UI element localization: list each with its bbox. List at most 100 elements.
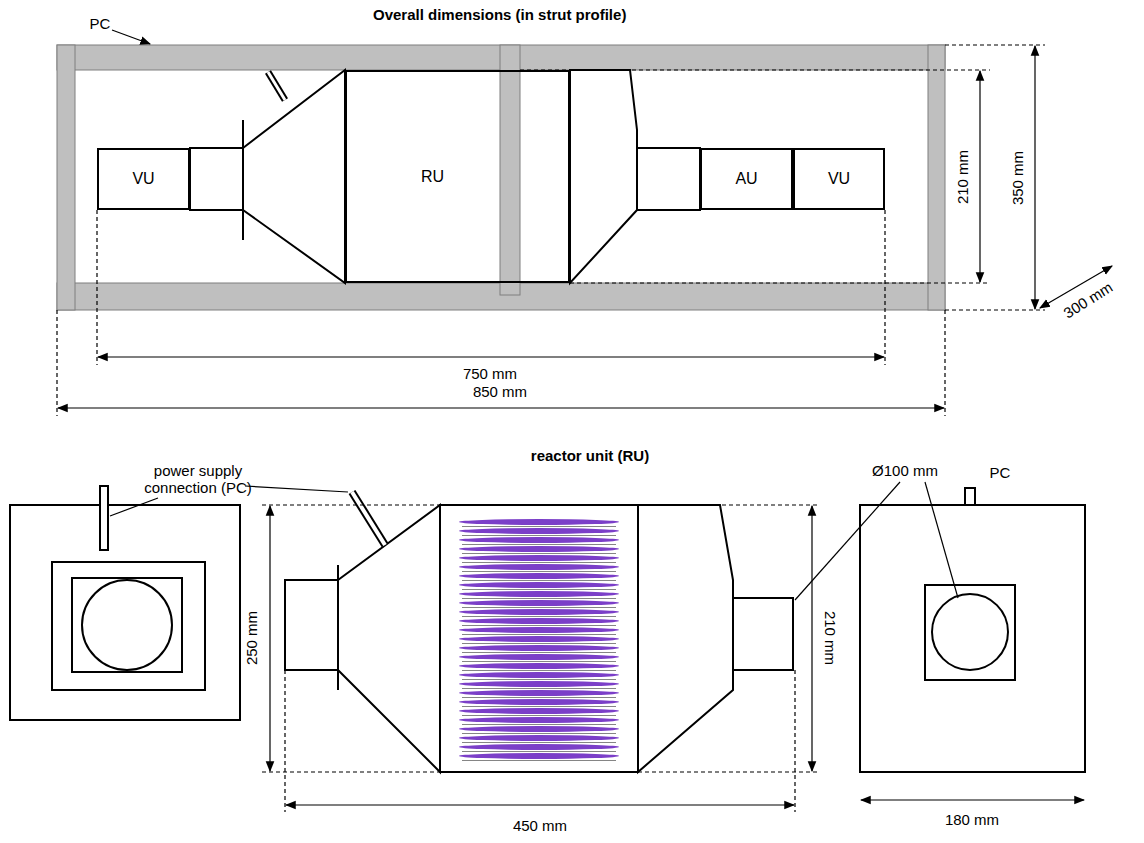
catalyst-lamellae [459,519,619,761]
dimension-lines [57,45,1045,416]
catalyst-lamellae [462,562,616,563]
dimension-lines [286,804,794,805]
front-view [100,486,108,550]
catalyst-lamellae [462,688,616,689]
dimension-label: 210 mm [821,609,838,667]
dimension-label: 850 mm [471,383,529,400]
catalyst-lamellae [459,717,619,723]
side-view [285,492,793,772]
catalyst-lamellae [459,753,619,759]
dimension-label: 210 mm [954,148,971,206]
dimension-lines [638,771,820,772]
dimension-lines [520,69,990,70]
dimension-lines [945,44,1045,45]
section-heading: reactor unit (RU) [531,447,649,464]
leader-lines [245,486,348,492]
unit-label: VU [132,170,154,188]
catalyst-lamellae [462,571,616,572]
reactor-housing [570,70,637,283]
dimension-label: 450 mm [511,817,569,834]
dimension-lines [794,670,795,812]
catalyst-lamellae [462,697,616,698]
catalyst-lamellae [459,654,619,660]
side-view [638,505,733,772]
dimension-lines [96,210,97,365]
catalyst-lamellae [462,544,616,545]
catalyst-lamellae [459,699,619,705]
side-view [733,598,793,670]
leader-lines [795,482,900,600]
front-view [52,562,205,690]
catalyst-lamellae [462,553,616,554]
side-view [285,580,338,670]
dimension-label: 350 mm [1009,149,1026,207]
catalyst-lamellae [462,751,616,752]
dimension-label: 750 mm [461,365,519,382]
dimension-lines [262,505,820,812]
catalyst-lamellae [462,733,616,734]
catalyst-lamellae [459,546,619,552]
dimension-lines [284,670,285,812]
dimension-lines [945,309,1045,310]
unit-box: AU [700,148,793,210]
catalyst-lamellae [459,708,619,714]
dimension-lines [884,210,885,365]
catalyst-lamellae [462,607,616,608]
catalyst-lamellae [462,598,616,599]
catalyst-lamellae [459,735,619,741]
unit-label: VU [828,170,850,188]
reactor-housing [190,70,700,283]
dimension-lines [944,310,945,416]
front-view [72,578,182,672]
reactor-unit-box: RU [345,70,570,283]
catalyst-lamellae [459,618,619,624]
catalyst-lamellae [462,643,616,644]
catalyst-lamellae [459,537,619,543]
rear-view [860,488,1085,772]
catalyst-lamellae [462,652,616,653]
catalyst-lamellae [459,519,619,525]
unit-label: AU [735,170,757,188]
catalyst-lamellae [462,616,616,617]
reactor-housing [190,148,243,210]
dimension-lines [979,71,980,282]
dimension-lines [58,407,944,408]
catalyst-lamellae [459,636,619,642]
catalyst-lamellae [459,582,619,588]
catalyst-lamellae [459,528,619,534]
dimension-lines [262,505,1084,812]
callout-label: power supply connection (PC) [138,462,258,497]
catalyst-lamellae [459,690,619,696]
heading: Overall dimensions (in strut profile) [373,6,626,23]
catalyst-lamellae [462,535,616,536]
pc-leader [112,30,150,44]
catalyst-lamellae [462,526,616,527]
catalyst-lamellae [459,663,619,669]
unit-box: VU [793,148,885,210]
side-view [352,492,385,545]
front-view [82,580,172,670]
dimension-lines [811,506,812,771]
dimension-label: 250 mm [243,609,260,667]
dimension-lines [56,310,57,416]
catalyst-lamellae [462,625,616,626]
dimension-lines [98,356,884,357]
pc-leader [112,30,150,44]
leader-lines [110,482,958,600]
strut-frame [928,45,945,310]
catalyst-lamellae [462,715,616,716]
rear-view [932,594,1008,670]
catalyst-lamellae [462,634,616,635]
reactor-housing [268,72,285,100]
strut-frame [57,45,945,310]
catalyst-lamellae [459,573,619,579]
dimension-label: 300 mm [1059,277,1117,322]
side-view [352,492,385,545]
catalyst-lamellae [462,706,616,707]
catalyst-lamellae [459,681,619,687]
middle-strut [500,45,520,295]
catalyst-lamellae [459,600,619,606]
catalyst-lamellae [462,742,616,743]
